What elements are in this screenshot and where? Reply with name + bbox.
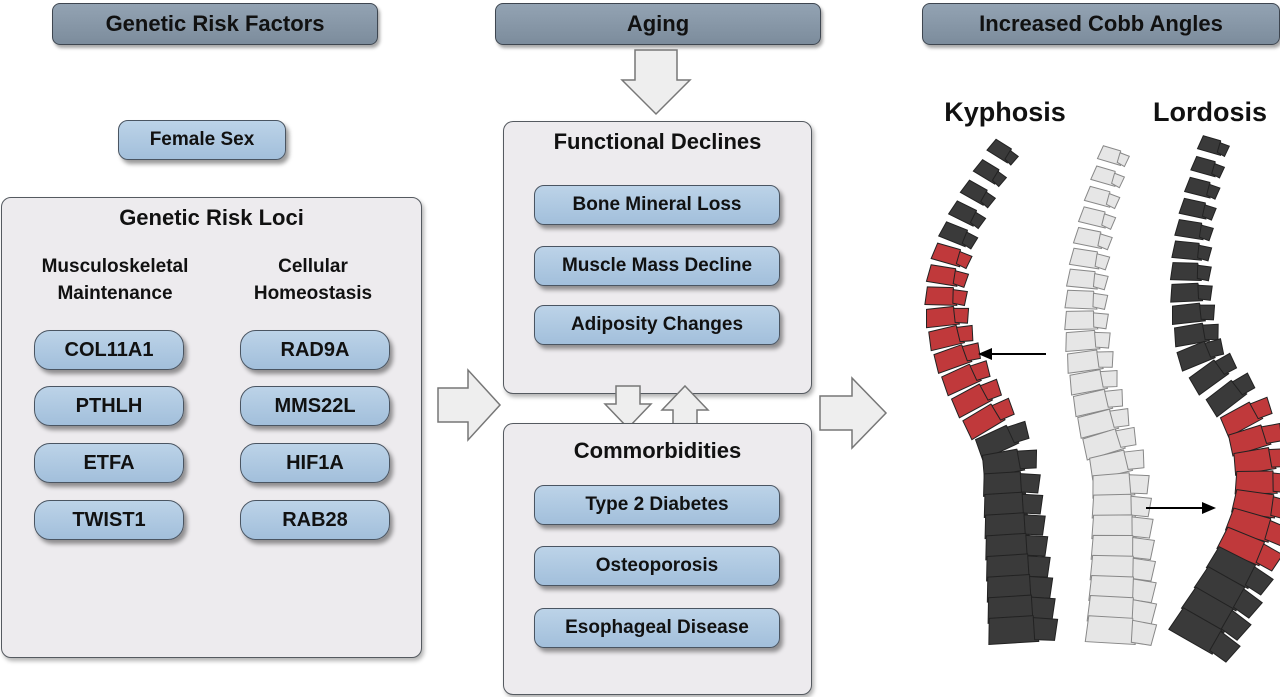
kyphosis-vertebra — [928, 324, 974, 352]
adiposity-changes-pill: Adiposity Changes — [534, 305, 780, 345]
lordosis-vertebra — [1176, 338, 1225, 372]
lordosis-vertebra — [1233, 447, 1280, 476]
normal-vertebra — [1090, 534, 1156, 561]
kyphosis-vertebra — [972, 159, 1008, 188]
lordosis-vertebra — [1234, 470, 1280, 495]
lordosis-vertebra — [1180, 586, 1252, 641]
lordosis-vertebra — [1227, 422, 1280, 457]
kyphosis-vertebra — [962, 397, 1015, 441]
header-genetic-risk-factors: Genetic Risk Factors — [52, 3, 378, 45]
lordosis-vertebra — [1188, 352, 1238, 396]
kyphosis-vertebra — [983, 491, 1044, 519]
normal-vertebra — [1065, 329, 1111, 353]
normal-vertebra — [1083, 185, 1121, 210]
kyphosis-vertebra — [941, 360, 991, 397]
kyphosis-vertebra — [984, 512, 1046, 540]
kyphosis-vertebra — [925, 264, 970, 289]
type-2-diabetes-pill: Type 2 Diabetes — [534, 485, 780, 525]
functional-declines-title: Functional Declines — [553, 129, 762, 154]
normal-vertebra — [1091, 493, 1153, 519]
kyphosis-vertebra — [986, 138, 1019, 166]
kyphosis-vertebra — [981, 448, 1038, 478]
gene-mms22l: MMS22L — [240, 386, 390, 426]
normal-vertebra — [1069, 369, 1118, 396]
kyphosis-label: Kyphosis — [944, 97, 1066, 127]
gene-rab28: RAB28 — [240, 500, 390, 540]
lordosis-vertebra — [1183, 176, 1221, 200]
normal-vertebra — [1082, 426, 1137, 461]
kyphosis-vertebra — [983, 471, 1041, 497]
lordosis-vertebra — [1171, 240, 1213, 262]
lordosis-label: Lordosis — [1152, 97, 1267, 127]
header-aging: Aging — [495, 3, 821, 45]
normal-vertebra — [1065, 268, 1109, 291]
musculoskeletal-maintenance-title: Musculoskeletal Maintenance — [41, 256, 189, 304]
header-increased-cobb-angles: Increased Cobb Angles — [922, 3, 1280, 45]
kyphosis-vertebra — [937, 221, 979, 250]
lordosis-vertebra — [1219, 396, 1273, 438]
kyphosis-vertebra — [924, 286, 968, 307]
normal-vertebra — [1072, 226, 1113, 251]
right-arrow-genetics-to-aging — [437, 368, 502, 442]
gene-etfa: ETFA — [34, 443, 184, 483]
normal-vertebra — [1064, 310, 1109, 331]
normal-vertebra — [1084, 615, 1158, 646]
lordosis-vertebra — [1178, 197, 1217, 221]
kyphosis-vertebra — [947, 200, 987, 230]
small-down-arrow — [603, 385, 653, 430]
kyphosis-vertebra — [930, 242, 973, 270]
normal-vertebra — [1089, 449, 1145, 481]
gene-hif1a: HIF1A — [240, 443, 390, 483]
spine-illustrations — [924, 135, 1280, 663]
lordosis-vertebra — [1171, 302, 1216, 326]
lordosis-vertebra — [1168, 607, 1241, 663]
gene-pthlh: PTHLH — [34, 386, 184, 426]
lordosis-vertebra — [1170, 282, 1213, 303]
genetic-risk-loci-title: Genetic Risk Loci — [119, 205, 304, 230]
kyphosis-vertebra — [988, 615, 1059, 646]
lordosis-vertebra — [1205, 372, 1256, 418]
kyphosis-vertebra — [986, 553, 1051, 582]
gene-twist1: TWIST1 — [34, 500, 184, 540]
normal-vertebra — [1077, 408, 1130, 439]
normal-vertebra — [1077, 206, 1117, 230]
normal-vertebra — [1064, 289, 1109, 310]
bone-mineral-loss-pill: Bone Mineral Loss — [534, 185, 780, 225]
lordosis-vertebra — [1193, 566, 1263, 619]
normal-vertebra — [1090, 165, 1126, 189]
esophageal-disease-pill: Esophageal Disease — [534, 608, 780, 648]
lordosis-vertebra — [1205, 546, 1274, 596]
kyphosis-vertebra — [959, 179, 997, 209]
kyphosis-vertebra — [926, 305, 970, 329]
kyphosis-vertebra — [933, 342, 981, 375]
female-sex-pill: Female Sex — [118, 120, 286, 160]
aging-down-arrow — [620, 49, 692, 116]
normal-vertebra — [1072, 388, 1124, 418]
lordosis-arrow-icon — [1146, 502, 1216, 514]
lordosis-vertebra — [1216, 526, 1280, 572]
lordosis-vertebra — [1169, 262, 1212, 282]
kyphosis-arrow-icon — [978, 348, 1046, 360]
lordosis-vertebra — [1174, 219, 1214, 242]
osteoporosis-pill: Osteoporosis — [534, 546, 780, 586]
normal-vertebra — [1091, 514, 1154, 540]
lordosis-vertebra — [1190, 155, 1226, 179]
gene-col11a1: COL11A1 — [34, 330, 184, 370]
cellular-homeostasis-title: Cellular Homeostasis — [253, 256, 373, 304]
lordosis-vertebra — [1224, 507, 1280, 547]
gene-rad9a: RAD9A — [240, 330, 390, 370]
normal-vertebra — [1068, 247, 1111, 271]
right-arrow-aging-to-cobb — [819, 376, 888, 450]
lordosis-vertebra — [1196, 135, 1231, 158]
muscle-mass-decline-pill: Muscle Mass Decline — [534, 246, 780, 286]
normal-vertebra — [1096, 145, 1131, 168]
kyphosis-vertebra — [950, 378, 1003, 419]
normal-vertebra — [1067, 349, 1114, 374]
lordosis-vertebra — [1173, 322, 1219, 348]
kyphosis-vertebra — [974, 420, 1030, 461]
commorbidities-title: Commorbidities — [573, 438, 742, 463]
normal-vertebra — [1092, 472, 1150, 499]
genetic-risk-loci-panel — [1, 197, 422, 658]
